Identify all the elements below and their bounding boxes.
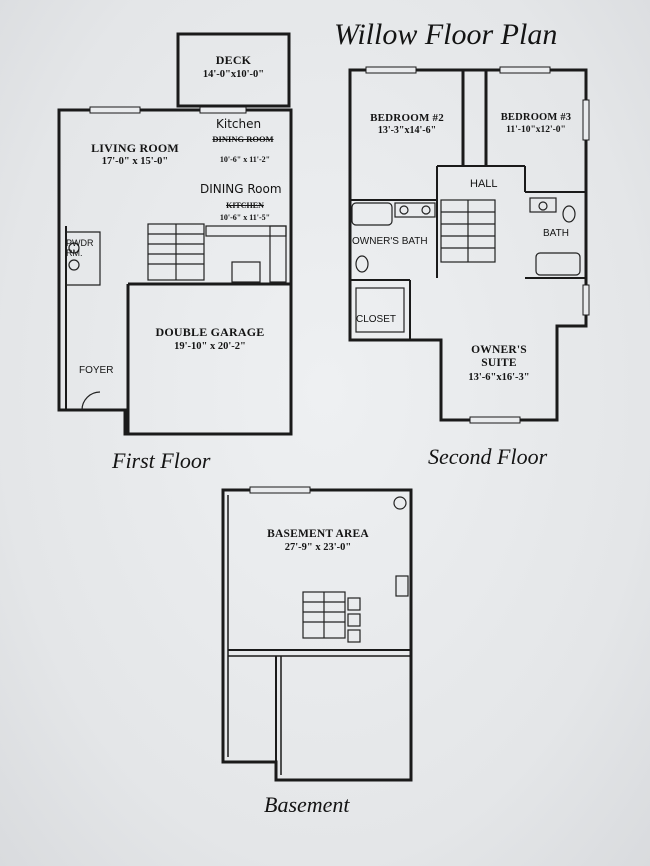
deck-label: DECK	[215, 53, 252, 67]
foyer-label: FOYER	[79, 365, 114, 376]
hall-label: HALL	[470, 178, 498, 190]
bath-label: BATH	[543, 228, 569, 239]
plan-title: Willow Floor Plan	[334, 18, 558, 51]
living-room-dims: 17'-0" x 15'-0"	[101, 156, 169, 167]
second-floor-caption: Second Floor	[428, 444, 548, 469]
deck-dims: 14'-0"x10'-0"	[202, 69, 265, 80]
closet-label: CLOSET	[356, 314, 397, 325]
basement-caption: Basement	[264, 792, 350, 817]
owners-suite-dims: 13'-6"x16'-3"	[468, 372, 530, 383]
bedroom3-label: BEDROOM #3	[500, 112, 572, 123]
first-floor-outline	[57, 108, 293, 436]
powder-room-label: PWDR RM.	[66, 238, 94, 258]
living-room-label: LIVING ROOM	[91, 141, 179, 155]
bedroom3-dims: 11'-10"x12'-0"	[506, 125, 566, 135]
garage-label: DOUBLE GARAGE	[155, 325, 265, 339]
dining-room-label: DINING ROOM	[212, 134, 274, 144]
owners-suite-label: OWNER'S SUITE	[471, 344, 527, 369]
basement-area-dims: 27'-9" x 23'-0"	[284, 542, 352, 553]
dining-room-dims: 10'-6" x 11'-2"	[219, 155, 271, 164]
bedroom2-dims: 13'-3"x14'-6"	[377, 125, 437, 136]
handwritten-dining-note: DINING Room	[200, 182, 282, 196]
handwritten-kitchen-note: Kitchen	[216, 117, 262, 131]
first-floor-caption: First Floor	[112, 448, 211, 473]
deck-outline	[176, 32, 291, 108]
kitchen-dims: 10'-6" x 11'-5"	[219, 213, 271, 222]
second-floor-outline	[348, 68, 588, 422]
owners-bath-label: OWNER'S BATH	[352, 236, 428, 247]
garage-dims: 19'-10" x 20'-2"	[174, 341, 246, 352]
kitchen-label: KITCHEN	[226, 201, 264, 210]
basement-area-label: BASEMENT AREA	[267, 528, 369, 540]
bedroom2-label: BEDROOM #2	[370, 112, 444, 124]
